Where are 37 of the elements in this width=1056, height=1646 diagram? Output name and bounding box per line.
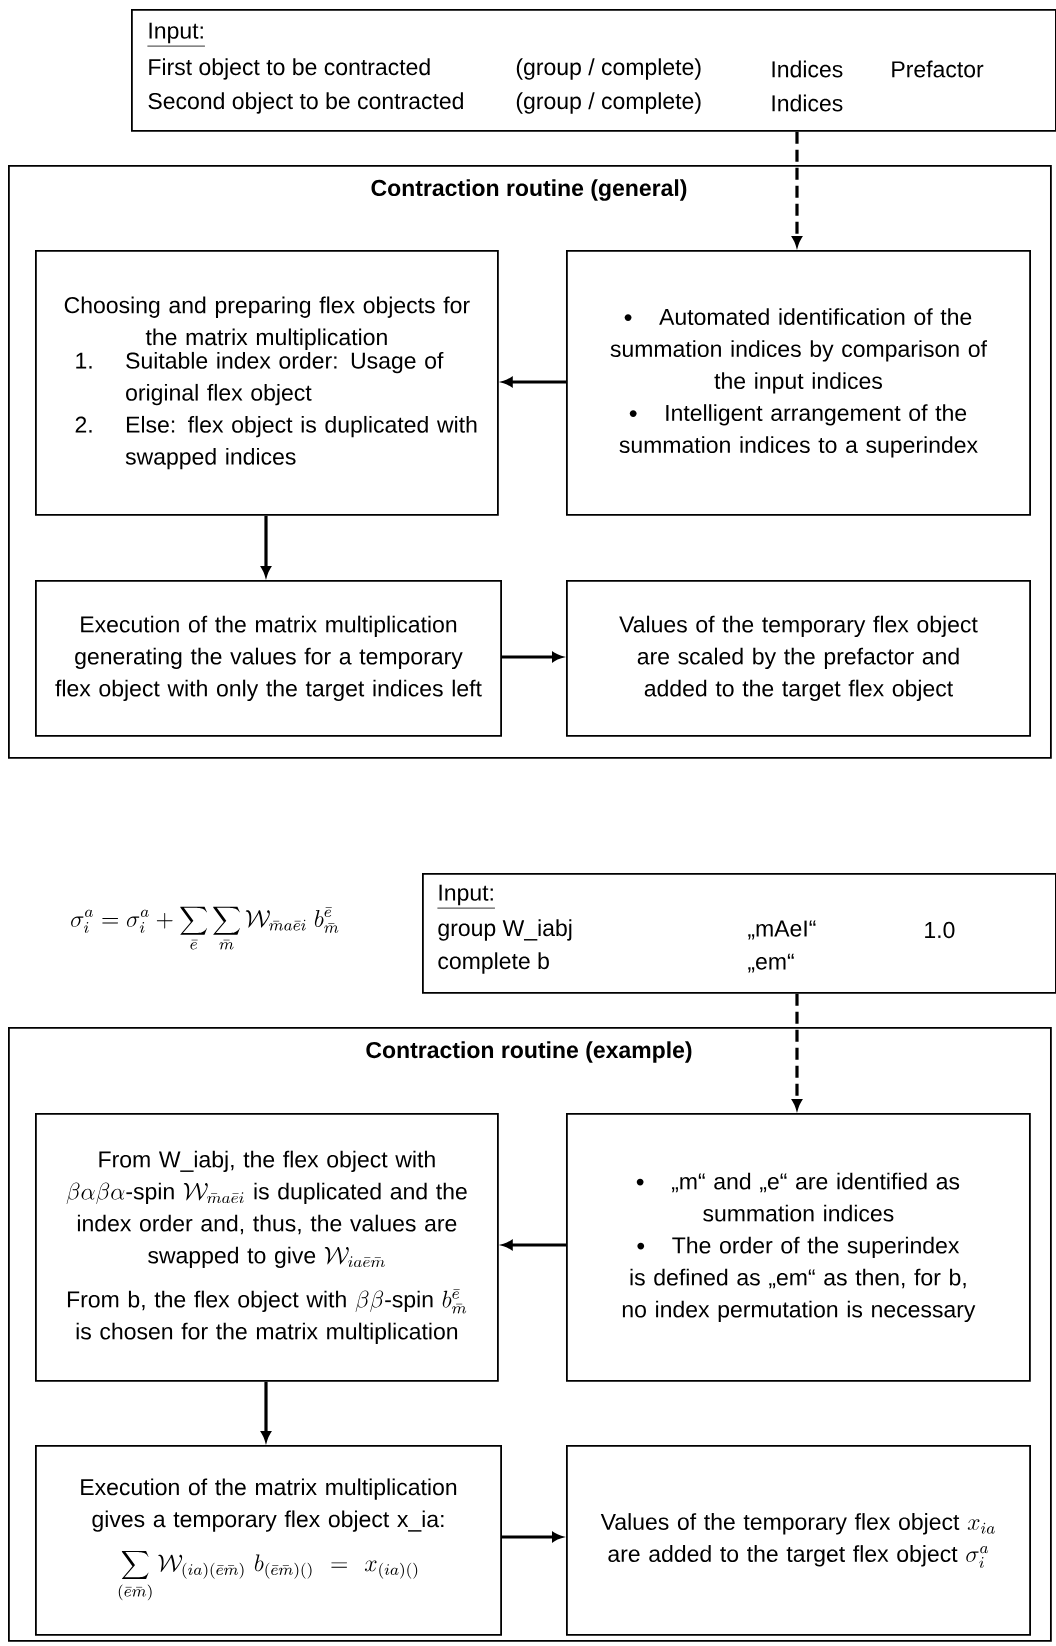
process-box: „m“ and „e“ are identified as summation indices The order of the superindex is defined as „em“ as then, for b, no index permutation is necessary (566, 1113, 1031, 1382)
process-box: Execution of the matrix multiplication gives a temporary flex object x_ia: $\sum_{(\bar{e}\bar{m})} \mathcal{W}_{(ia)(\bar{e}\bar{m})}\ b_{(\bar{e}\bar{m})()} = x_{(ia)()}$ (35, 1445, 502, 1636)
input-heading: Input: (437, 884, 496, 909)
process-box: Execution of the matrix multiplication generating the values for a temporary flex object with only the target indices left (35, 580, 502, 737)
arrow (502, 1532, 563, 1542)
arrow (261, 1381, 271, 1442)
input-field-text: Prefactor (892, 60, 984, 78)
input-field-text: 1.0 (925, 921, 955, 939)
process-box: Choosing and preparing flex objects for the matrix multiplication 1. Suitable index order: Usage of original flex object 2. Else: flex object is duplicated with swapped indices (35, 250, 499, 516)
process-box: Automated identification of the summation indices by comparison of the input indices Intelligent arrangement of the summation indices to a superindex (566, 250, 1031, 516)
arrow (792, 131, 802, 247)
input-field-text: „mAeI“ (748, 920, 816, 940)
arrow (261, 515, 271, 577)
input-field-text: complete b (438, 952, 549, 974)
input-box (422, 873, 1056, 994)
arrow (502, 652, 563, 662)
routine-frame (8, 165, 1052, 759)
input-field-text: group W_iabj (438, 919, 572, 941)
process-box: From W_iabj, the flex object with $\beta\alpha\beta\alpha$-spin $\mathcal{W}_{\bar{m}a\bar{e}i}$ is duplicated and the index order and, thus, the values are swapped to give $\mathcal{W}_{ia\bar{e}\bar{m}}$ From b, the flex object with $\beta\beta$-spin $b_{\bar{m}}^{\bar{e}}$ is chosen for the matrix multiplication (35, 1113, 499, 1382)
arrow (502, 1240, 566, 1250)
routine-title: Contraction routine (example) (366, 1041, 692, 1063)
equation: $\sigma_i^a = \sigma_i^a + \sum_{\bar{e}} \sum_{\bar{m}} \mathcal{W}_{\bar{m}a\bar{e}i}\ b_{\bar{m}}^{\bar{e}}$ (71, 906, 339, 950)
input-field-text: Indices (772, 60, 843, 78)
input-field-text: Indices (772, 94, 843, 112)
input-box (131, 9, 1056, 132)
arrow (502, 377, 566, 387)
input-heading: Input: (147, 22, 206, 47)
process-box: Values of the temporary flex object are scaled by the prefactor and added to the target flex object (566, 580, 1031, 737)
input-field-text: First object to be contracted (149, 58, 430, 80)
routine-title: Contraction routine (general) (371, 179, 687, 201)
routine-frame (8, 1027, 1052, 1642)
input-field-text: Second object to be contracted (148, 92, 463, 114)
input-field-text: (group / complete) (516, 92, 701, 114)
arrow (792, 993, 802, 1110)
input-field-text: (group / complete) (516, 58, 701, 80)
process-box: Values of the temporary flex object $x_{ia}$ are added to the target flex object $\sigma_i^a$ (566, 1445, 1031, 1636)
input-field-text: „em“ (748, 953, 794, 973)
